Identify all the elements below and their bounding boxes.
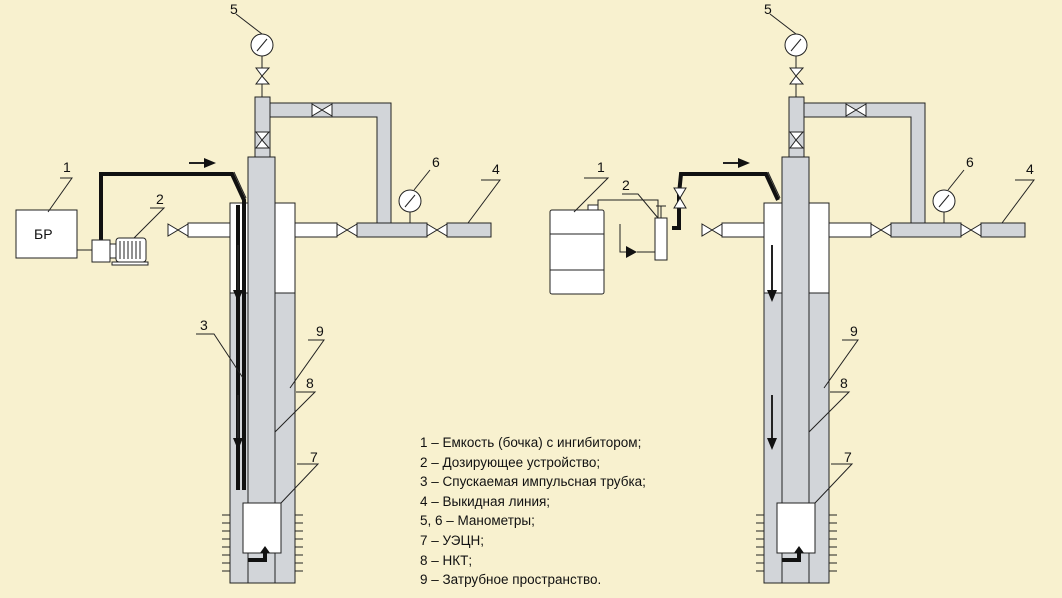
left-pump-arrow (260, 546, 270, 553)
left-down-arrow-1 (233, 290, 243, 302)
left-valve-d2 (255, 131, 271, 141)
left-callout-3: 3 (200, 317, 208, 333)
right-callout-8: 8 (840, 375, 848, 391)
left-flowline-tee (356, 222, 428, 238)
right-dosing-valve-1 (673, 187, 687, 199)
legend-item-6: 7 – УЭЦН; (420, 532, 484, 548)
left-callout-7: 7 (310, 449, 318, 465)
left-inflow-arrow (204, 158, 216, 168)
left-side-outlet-right (294, 222, 338, 238)
left-pump-outlet (248, 552, 267, 562)
legend-item-4: 4 – Выкидная линия; (420, 493, 551, 509)
left-callout-8: 8 (306, 375, 314, 391)
left-valve-a1 (167, 223, 179, 237)
left-valve-b1 (336, 223, 348, 237)
right-perforations (756, 514, 837, 572)
right-dosing-arrow (626, 246, 637, 258)
left-callout-6: 6 (432, 154, 440, 170)
left-pump (242, 502, 282, 554)
left-callout-4: 4 (492, 161, 500, 177)
left-perforations (222, 514, 303, 572)
right-callout-2: 2 (622, 177, 630, 193)
right-callout-6: 6 (966, 154, 974, 170)
legend-item-7: 8 – НКТ; (420, 552, 473, 568)
left-callout-2: 2 (156, 191, 164, 207)
right-callout-5: 5 (764, 1, 772, 17)
right-callout-4: 4 (1026, 161, 1034, 177)
legend: 1 – Емкость (бочка) с ингибитором; 2 – Д… (420, 433, 646, 590)
right-dosing-valve-2 (673, 197, 687, 209)
right-callout-7: 7 (844, 449, 852, 465)
left-impulse-tube (99, 172, 246, 490)
left-valve-c2 (436, 223, 448, 237)
right-barrel (549, 209, 605, 295)
legend-item-8: 9 – Затрубное пространство. (420, 572, 602, 588)
left-side-outlet-left (187, 222, 231, 238)
left-valve-e1 (311, 103, 323, 117)
left-valve-d1 (255, 139, 271, 149)
left-callout-9: 9 (316, 323, 324, 339)
left-callouts (47, 13, 501, 504)
legend-item-2: 2 – Дозирующее устройство; (420, 454, 601, 470)
right-impulse-tube (672, 172, 780, 230)
left-valve-b2 (346, 223, 358, 237)
left-flowline-out (446, 222, 492, 238)
left-down-arrow-2 (233, 438, 243, 450)
left-callout-5: 5 (230, 1, 238, 17)
legend-item-5: 5, 6 – Манометры; (420, 513, 535, 529)
left-valve-f1 (255, 67, 271, 77)
left-pump-head (91, 239, 111, 263)
left-valve-a2 (177, 223, 189, 237)
left-valve-e2 (321, 103, 333, 117)
right-callout-9: 9 (850, 323, 858, 339)
left-valve-f2 (255, 75, 271, 85)
right-pump (776, 502, 816, 554)
right-callouts (573, 13, 1035, 504)
left-tank-label: БР (34, 226, 53, 242)
left-well: БР 1 2 3 4 5 6 7 8 9 (15, 1, 501, 584)
left-tank (15, 209, 78, 259)
legend-item-1: 1 – Емкость (бочка) с ингибитором; (420, 435, 642, 450)
right-dosing-device (654, 217, 668, 261)
left-bypass-pipe (269, 102, 392, 224)
legend-item-3: 3 – Спускаемая импульсная трубка; (420, 474, 646, 490)
right-callout-1: 1 (597, 159, 605, 175)
left-valve-c1 (426, 223, 438, 237)
left-callout-1: 1 (63, 159, 71, 175)
right-well: 1 2 4 5 6 7 8 9 (549, 1, 1035, 584)
